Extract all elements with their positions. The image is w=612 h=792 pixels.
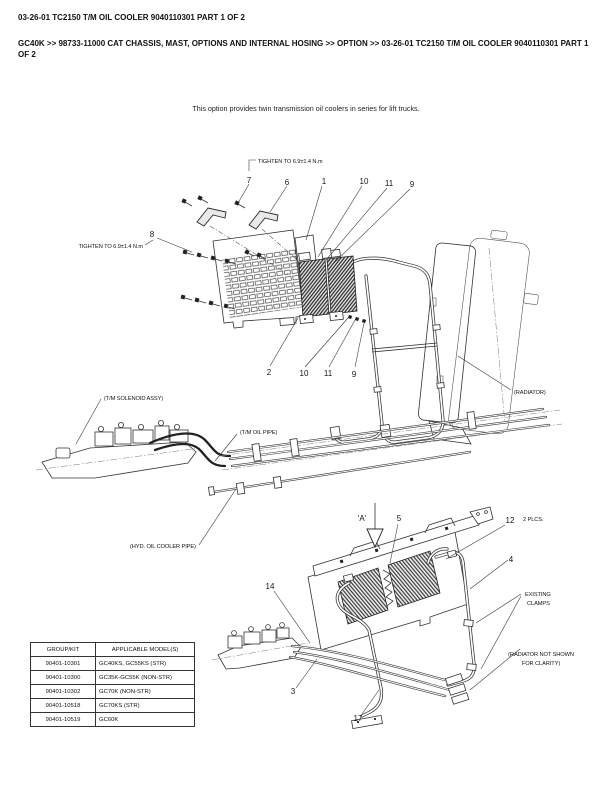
callout-11-top: 11	[385, 179, 394, 188]
models-cell: GC60K	[95, 712, 195, 727]
callout-9-bottom: 9	[352, 370, 357, 379]
group-kit-cell: 90401-10302	[30, 684, 96, 699]
callout-11-bottom: 11	[324, 369, 333, 378]
callout-7: 7	[247, 176, 252, 185]
callout-8: 8	[150, 230, 155, 239]
callout-5: 5	[397, 514, 402, 523]
bottom-diagram: 'A' 5 12 2 PLCS. 4 EXISTING CLAMPS (RADI…	[211, 503, 574, 730]
middle-callout-leaders	[75, 398, 238, 546]
solenoid-hose-2	[153, 442, 227, 468]
louver-grid	[222, 248, 303, 318]
lower-hoses-graphic	[288, 644, 470, 705]
view-a-label: 'A'	[358, 514, 367, 523]
twin-oil-cooler-graphic	[298, 247, 358, 325]
group-kit-cell: 90401-10518	[30, 698, 96, 713]
table-header-row: GROUP/KIT APPLICABLE MODEL(S)	[30, 642, 195, 657]
table-row: 90401-10519 GC60K	[30, 712, 195, 727]
callout-9-top: 9	[410, 180, 415, 189]
down-pipe-graphic	[335, 573, 384, 730]
callout-4: 4	[509, 555, 514, 564]
page-title: 03-26-01 TC2150 T/M OIL COOLER 904011030…	[18, 13, 245, 22]
models-cell: GC35K-GC55K (NON-STR)	[95, 670, 195, 685]
callout-3: 3	[291, 687, 296, 696]
tighten-note-top: TIGHTEN TO 6.9±1.4 N.m	[258, 159, 323, 165]
models-cell: GC70K (NON-STR)	[95, 684, 195, 699]
cooler-coil-graphic	[382, 569, 394, 607]
bottom-callout-leaders	[273, 523, 522, 715]
middle-diagram: (T/M SOLENOID ASSY) (T/M OIL PIPE) (HYD.…	[35, 396, 563, 550]
hyd-oil-cooler-pipe-graphic	[208, 450, 472, 496]
lower-cooler-core-2	[387, 550, 441, 608]
option-description: This option provides twin transmission o…	[192, 104, 420, 113]
top-diagram: TIGHTEN TO 6.9±1.4 N.m TIGHTEN TO 6.9±1.…	[78, 159, 546, 445]
bracket-graphic	[196, 207, 319, 279]
callout-14: 14	[266, 582, 275, 591]
radiator-note-line1: (RADIATOR NOT SHOWN	[508, 652, 574, 658]
table-row: 90401-10518 GC70KS (STR)	[30, 698, 195, 713]
existing-clamps-label-line1: EXISTING	[525, 592, 551, 598]
group-kit-cell: 90401-10301	[30, 656, 96, 671]
callout-12: 12	[506, 516, 515, 525]
top-callout-leaders	[144, 159, 512, 391]
callout-10-bottom: 10	[300, 369, 309, 378]
callout-2: 2	[267, 368, 272, 377]
cooler-pipes-graphic	[329, 256, 445, 444]
mounting-bar-graphic	[312, 506, 494, 577]
col-header-group-kit: GROUP/KIT	[30, 642, 96, 657]
models-cell: GC40KS, GC55KS (STR)	[95, 656, 195, 671]
view-a-arrow	[366, 503, 384, 549]
radiator-label: (RADIATOR)	[514, 390, 546, 396]
radiator-note-line2: FOR CLARITY)	[522, 661, 561, 667]
group-kit-cell: 90401-10300	[30, 670, 96, 685]
right-pipe-graphic	[426, 547, 477, 687]
callout-1: 1	[322, 177, 327, 186]
tm-oil-pipe-label: (T/M OIL PIPE)	[240, 430, 277, 436]
bolts-graphic	[180, 195, 367, 324]
callout-6: 6	[285, 178, 290, 187]
hyd-oil-cooler-pipe-label: (HYD. OIL COOLER PIPE)	[130, 544, 196, 550]
callout-17: 17	[354, 714, 363, 723]
group-kit-cell: 90401-10519	[30, 712, 96, 727]
tm-oil-pipe-graphic	[219, 407, 563, 471]
callout-10-top: 10	[360, 177, 369, 186]
existing-clamps-label-line2: CLAMPS	[527, 601, 550, 607]
valve-assembly-graphic	[211, 622, 309, 670]
plcs-note: 2 PLCS.	[523, 517, 544, 523]
col-header-applicable-models: APPLICABLE MODEL(S)	[95, 642, 195, 657]
table-row: 90401-10301 GC40KS, GC55KS (STR)	[30, 656, 195, 671]
tm-solenoid-graphic	[35, 419, 201, 479]
tm-solenoid-label: (T/M SOLENOID ASSY)	[104, 396, 163, 402]
table-row: 90401-10302 GC70K (NON-STR)	[30, 684, 195, 699]
breadcrumb: GC40K >> 98733-11000 CAT CHASSIS, MAST, …	[18, 39, 589, 59]
group-kit-table: GROUP/KIT APPLICABLE MODEL(S) 90401-1030…	[30, 642, 195, 727]
models-cell: GC70KS (STR)	[95, 698, 195, 713]
table-row: 90401-10300 GC35K-GC55K (NON-STR)	[30, 670, 195, 685]
tighten-note-left: TIGHTEN TO 6.9±1.4 N.m	[78, 244, 143, 250]
